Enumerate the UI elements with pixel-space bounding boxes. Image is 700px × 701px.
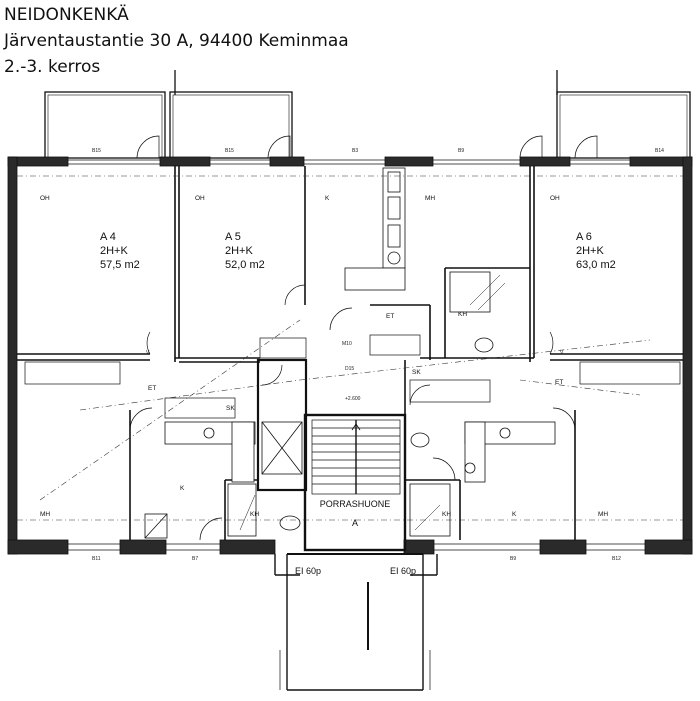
svg-text:V: V xyxy=(146,350,150,356)
ceiling-lines xyxy=(17,175,683,521)
apartment-a6-label: A 6 2H+K 63,0 m2 xyxy=(576,231,616,271)
svg-text:B9: B9 xyxy=(458,148,464,154)
apartment-name: A 6 xyxy=(576,231,592,243)
room-label-kh: KH xyxy=(442,511,451,518)
svg-text:B14: B14 xyxy=(655,148,664,154)
outer-walls xyxy=(7,156,693,555)
apartment-area: 63,0 m2 xyxy=(576,259,616,271)
svg-text:D15: D15 xyxy=(345,366,354,372)
building-address: Järventaustantie 30 A, 94400 Keminmaa xyxy=(4,31,349,51)
apartment-type: 2H+K xyxy=(576,245,604,257)
svg-text:M10: M10 xyxy=(342,341,352,347)
entrance-canopy xyxy=(274,553,438,691)
interior-walls xyxy=(17,166,683,552)
stairwell-letter: A xyxy=(352,518,358,528)
bathrooms xyxy=(144,271,494,539)
tiny-annotations: B15 B15 B3 B9 B14 B11 B7 B9 B12 M10 D15 … xyxy=(92,148,664,562)
room-label-oh: OH xyxy=(195,195,205,202)
room-label-et: ET xyxy=(386,313,394,320)
plan-header: NEIDONKENKÄ Järventaustantie 30 A, 94400… xyxy=(4,2,349,80)
kitchen-cabinets xyxy=(164,167,556,483)
room-label-kh: KH xyxy=(458,311,467,318)
fire-door-label-left: EI 60p xyxy=(295,566,321,576)
room-label-oh: OH xyxy=(550,195,560,202)
svg-text:B15: B15 xyxy=(92,148,101,154)
room-label-et: ET xyxy=(555,379,563,386)
elevator-shaft xyxy=(261,421,303,475)
room-label-sk: SK xyxy=(412,369,421,376)
floor-label: 2.-3. kerros xyxy=(4,57,101,77)
stairwell-label: PORRASHUONE xyxy=(320,499,391,509)
room-label-kh: KH xyxy=(250,511,259,518)
building-name: NEIDONKENKÄ xyxy=(4,5,129,25)
room-labels: OH OH K MH OH ET ET ET SK SK MH K KH KH … xyxy=(40,195,608,518)
apartment-name: A 5 xyxy=(225,231,241,243)
apartment-a5-label: A 5 2H+K 52,0 m2 xyxy=(225,231,265,271)
balconies xyxy=(44,70,691,159)
svg-text:B7: B7 xyxy=(192,556,198,562)
svg-text:B3: B3 xyxy=(352,148,358,154)
room-label-k: K xyxy=(512,511,517,518)
apartment-area: 57,5 m2 xyxy=(100,259,140,271)
staircase xyxy=(311,419,401,495)
partition-details xyxy=(24,334,681,419)
apartment-area: 52,0 m2 xyxy=(225,259,265,271)
apartment-type: 2H+K xyxy=(100,245,128,257)
svg-text:V: V xyxy=(560,350,564,356)
svg-text:B12: B12 xyxy=(612,556,621,562)
svg-text:+2.600: +2.600 xyxy=(345,396,361,402)
shower-marks xyxy=(239,274,506,531)
svg-text:B9: B9 xyxy=(510,556,516,562)
fire-door-label-right: EI 60p xyxy=(390,566,416,576)
room-label-mh: MH xyxy=(598,511,608,518)
apartment-a4-label: A 4 2H+K 57,5 m2 xyxy=(100,231,140,271)
apartment-name: A 4 xyxy=(100,231,116,243)
svg-text:B11: B11 xyxy=(92,556,101,562)
room-label-k: K xyxy=(325,195,330,202)
svg-text:B15: B15 xyxy=(225,148,234,154)
room-label-et: ET xyxy=(148,385,156,392)
door-swings xyxy=(129,135,598,541)
room-label-k: K xyxy=(180,485,185,492)
room-label-mh: MH xyxy=(425,195,435,202)
windows xyxy=(68,159,645,551)
room-label-mh: MH xyxy=(40,511,50,518)
room-label-oh: OH xyxy=(40,195,50,202)
room-label-sk: SK xyxy=(226,405,235,412)
apartment-type: 2H+K xyxy=(225,245,253,257)
